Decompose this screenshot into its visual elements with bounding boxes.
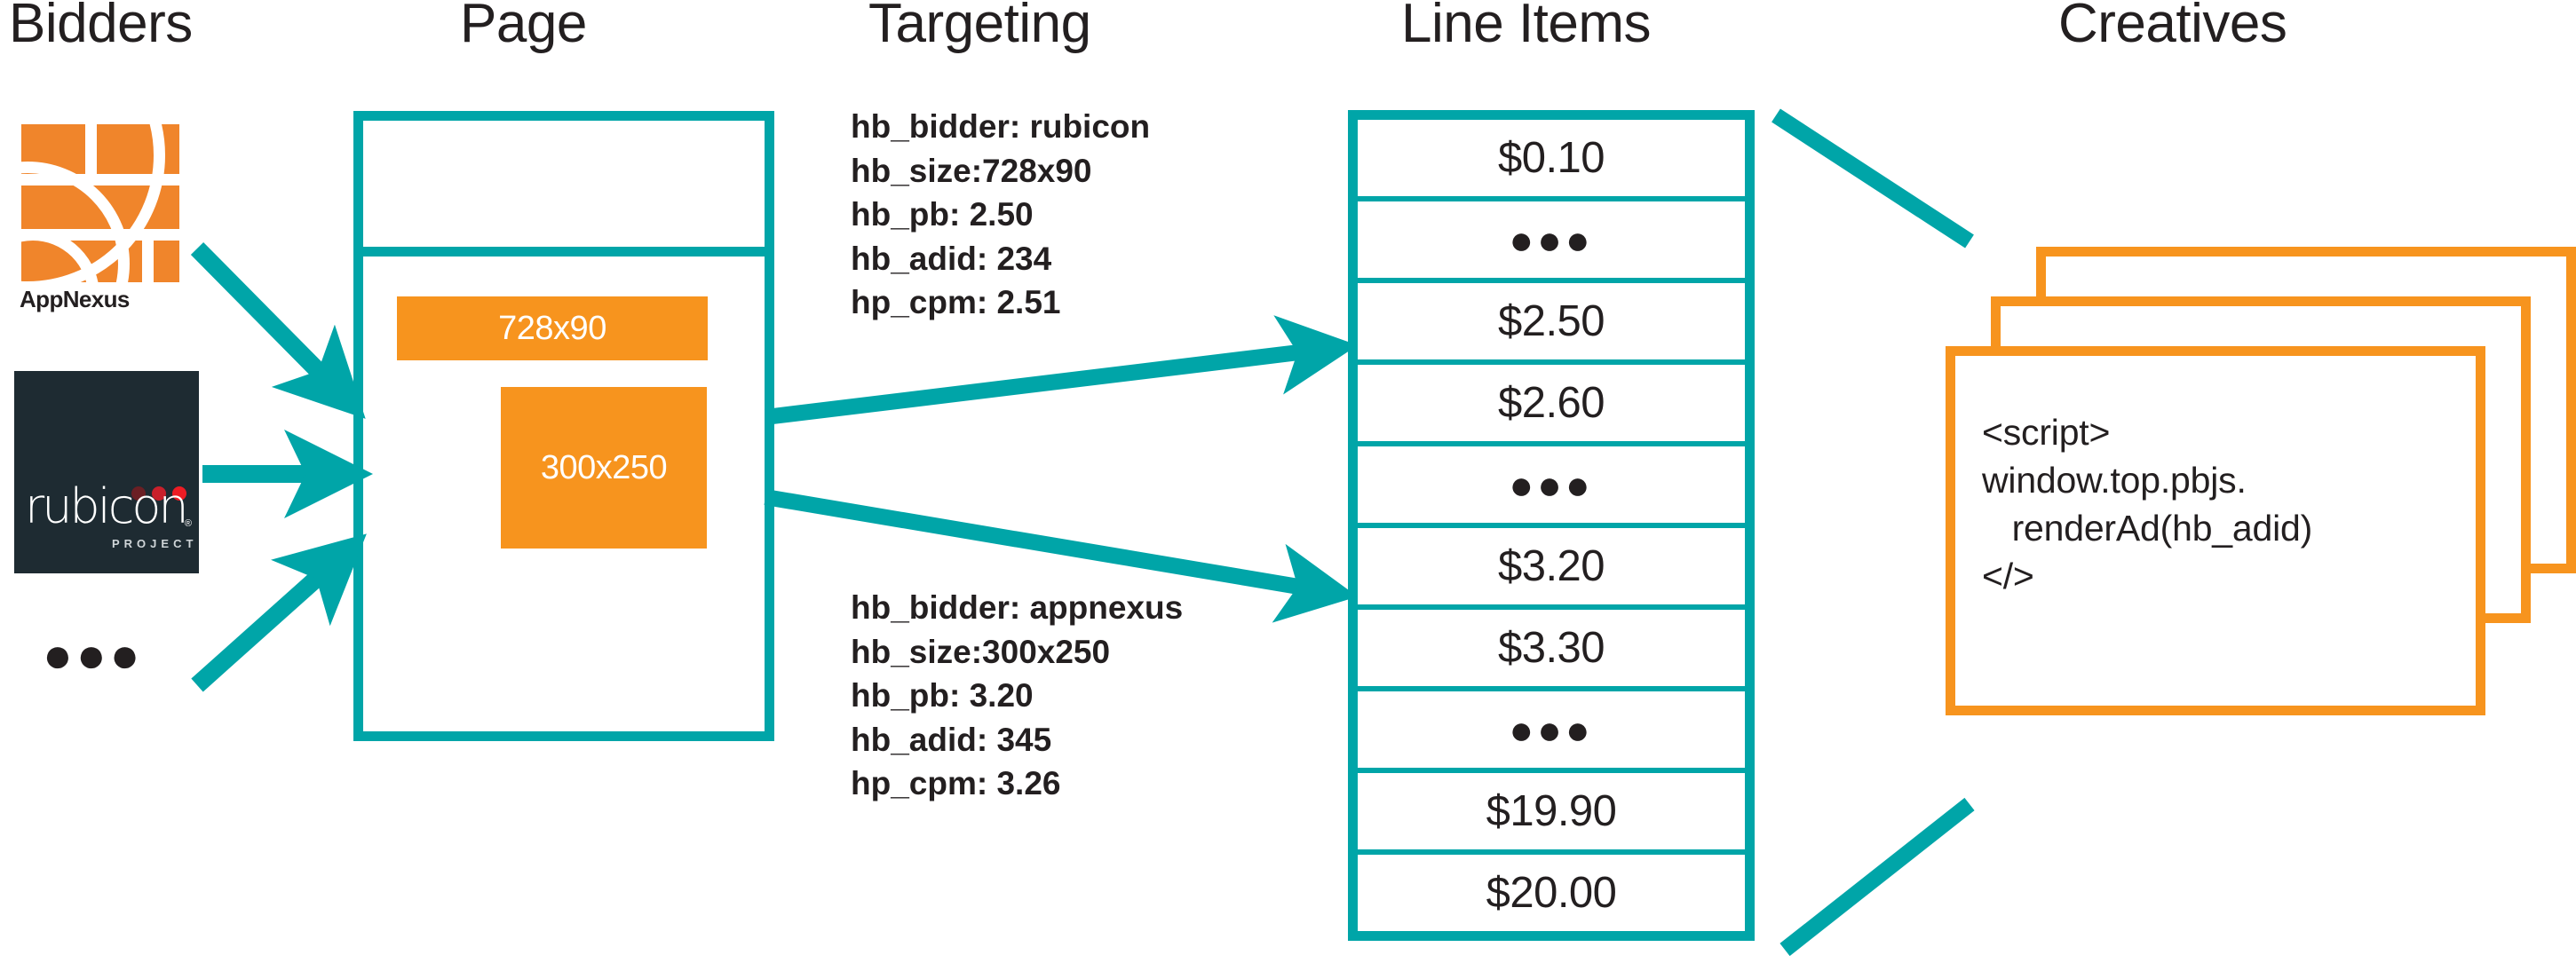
connector-lineitems-to-creatives-top bbox=[1771, 108, 1974, 249]
column-header-bidders: Bidders bbox=[9, 0, 193, 54]
rubicon-dots-icon bbox=[131, 486, 186, 501]
line-item-row: ●●● bbox=[1358, 201, 1745, 283]
rubicon-subtitle: PROJECT bbox=[112, 537, 198, 550]
line-item-row[interactable]: $19.90 bbox=[1358, 773, 1745, 855]
ad-slot-mrec-label: 300x250 bbox=[540, 448, 668, 486]
ad-slot-mrec[interactable]: 300x250 bbox=[501, 387, 707, 549]
page-panel: 728x90 300x250 bbox=[353, 111, 774, 741]
column-header-targeting: Targeting bbox=[868, 0, 1091, 54]
appnexus-logo-label: AppNexus bbox=[20, 286, 130, 312]
line-item-row[interactable]: $3.20 bbox=[1358, 528, 1745, 610]
creative-card-front[interactable] bbox=[1946, 346, 2485, 715]
arrow-page-to-lineitem-320 bbox=[764, 489, 1358, 623]
targeting-block-rubicon: hb_bidder: rubicon hb_size:728x90 hb_pb:… bbox=[851, 105, 1150, 325]
targeting-line: hb_bidder: appnexus bbox=[851, 589, 1184, 626]
targeting-line: hp_cpm: 2.51 bbox=[851, 284, 1061, 320]
targeting-line: hb_adid: 234 bbox=[851, 240, 1052, 277]
line-item-row: ●●● bbox=[1358, 691, 1745, 773]
line-item-row[interactable]: $2.60 bbox=[1358, 365, 1745, 446]
arrow-page-to-lineitem-250 bbox=[764, 315, 1359, 425]
targeting-line: hp_cpm: 3.26 bbox=[851, 765, 1061, 801]
ad-slot-leaderboard[interactable]: 728x90 bbox=[397, 296, 708, 360]
line-item-row: ●●● bbox=[1358, 446, 1745, 528]
page-divider bbox=[363, 247, 765, 257]
targeting-line: hb_bidder: rubicon bbox=[851, 108, 1151, 145]
line-item-row[interactable]: $3.30 bbox=[1358, 610, 1745, 691]
line-item-row[interactable]: $20.00 bbox=[1358, 855, 1745, 931]
targeting-line: hb_adid: 345 bbox=[851, 721, 1052, 758]
targeting-line: hb_pb: 2.50 bbox=[851, 196, 1034, 233]
rubicon-wordmark: rubicon bbox=[25, 478, 189, 534]
targeting-line: hb_size:728x90 bbox=[851, 152, 1092, 189]
targeting-block-appnexus: hb_bidder: appnexus hb_size:300x250 hb_p… bbox=[851, 586, 1183, 806]
connector-lineitems-to-creatives-bottom bbox=[1779, 797, 1975, 957]
rubicon-project-logo-icon: rubicon ® PROJECT bbox=[14, 371, 199, 573]
column-header-line-items: Line Items bbox=[1401, 0, 1652, 54]
line-item-row[interactable]: $2.50 bbox=[1358, 283, 1745, 365]
rubicon-registered-icon: ® bbox=[184, 518, 192, 529]
ad-slot-leaderboard-label: 728x90 bbox=[498, 309, 606, 347]
creative-code-snippet: <script> window.top.pbjs. renderAd(hb_ad… bbox=[1982, 412, 2313, 596]
column-header-page: Page bbox=[460, 0, 587, 54]
arrow-appnexus-to-page bbox=[190, 241, 366, 419]
targeting-line: hb_size:300x250 bbox=[851, 633, 1111, 670]
column-header-creatives: Creatives bbox=[2058, 0, 2287, 54]
arrow-more-bidders-to-page bbox=[191, 533, 367, 692]
targeting-line: hb_pb: 3.20 bbox=[851, 677, 1034, 714]
line-items-table: $0.10 ●●● $2.50 $2.60 ●●● $3.20 $3.30 ●●… bbox=[1348, 110, 1755, 941]
bidders-more-ellipsis: ●●● bbox=[43, 627, 144, 683]
line-item-row[interactable]: $0.10 bbox=[1358, 120, 1745, 201]
appnexus-logo-icon bbox=[21, 124, 179, 282]
